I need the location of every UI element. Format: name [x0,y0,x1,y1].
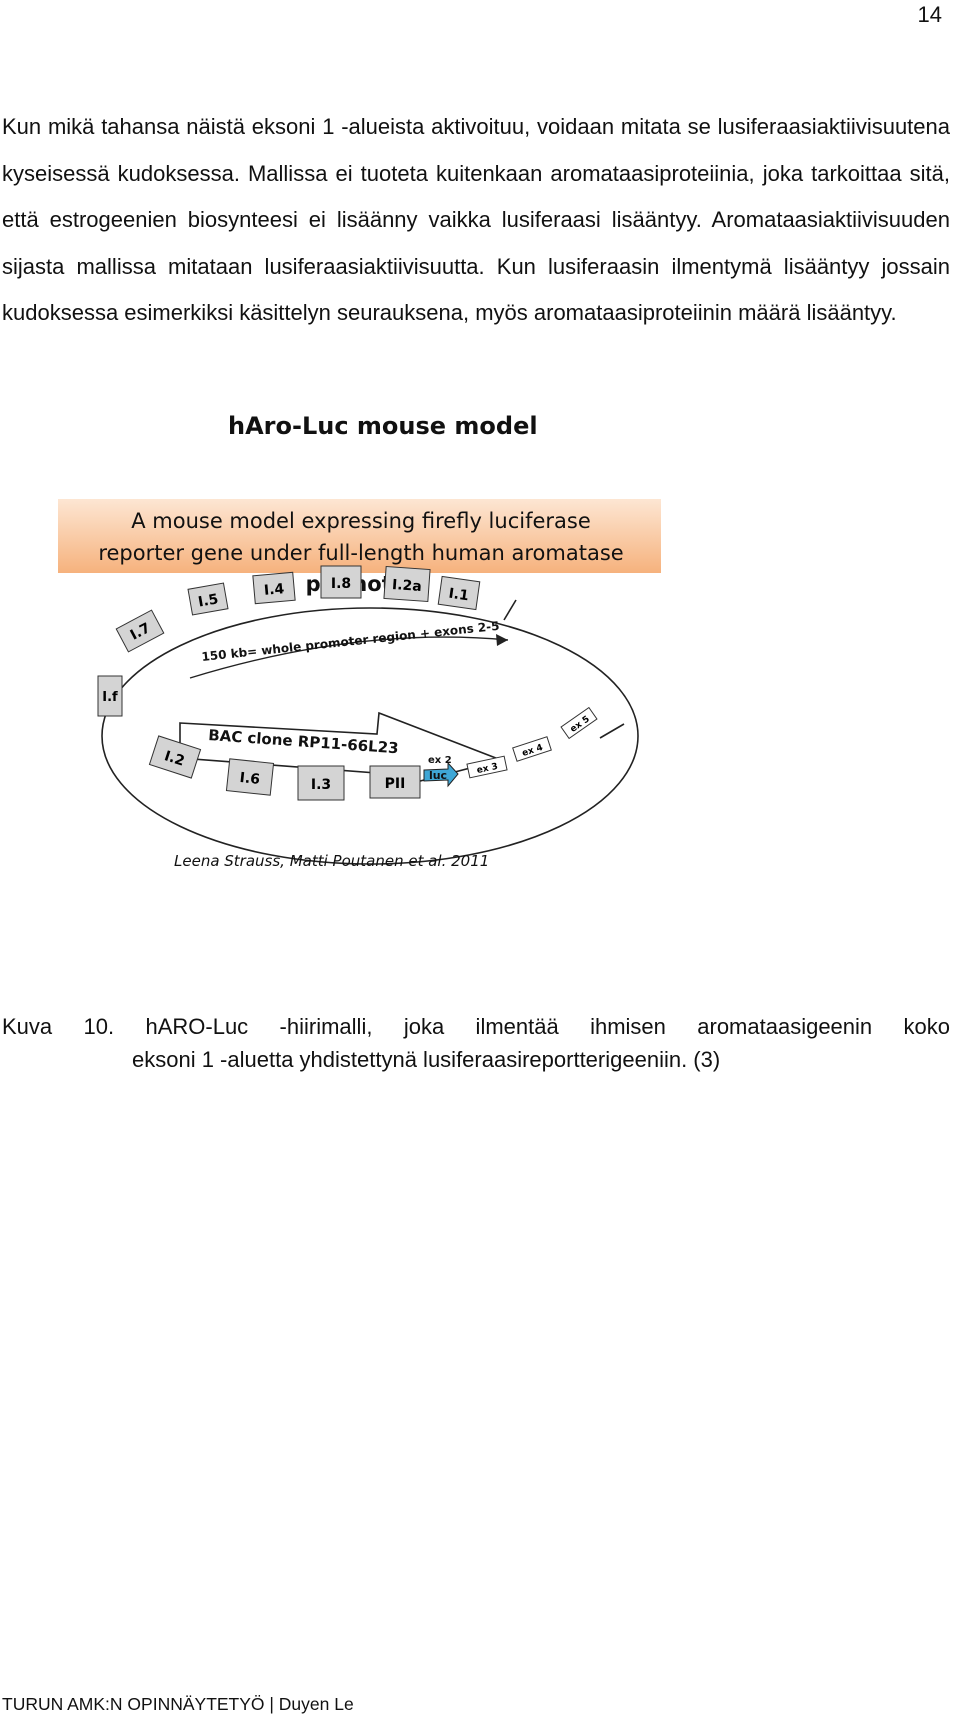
region-arc [189,636,509,679]
caption-line-2: eksoni 1 -aluetta yhdistettynä lusiferaa… [132,1047,721,1072]
exon-box-ex3: ex 3 [466,755,508,779]
figure-banner [58,499,661,573]
ex2-label: ex 2 [428,755,452,766]
svg-text:I.4: I.4 [263,581,285,599]
exon-box-pii: PII [369,765,421,799]
exon-box-i1: I.1 [437,575,481,611]
svg-text:I.f: I.f [102,690,118,705]
promoter-ellipse [101,607,639,865]
exon-box-if: I.f [97,675,123,717]
svg-text:I.1: I.1 [448,586,470,605]
svg-text:I.2a: I.2a [391,577,422,595]
figure-credit: Leena Strauss, Matti Poutanen et al. 201… [174,852,489,870]
figure-haro-luc: hAro-Luc mouse model A mouse model expre… [40,408,740,968]
body-paragraph: Kun mikä tahansa näistä eksoni 1 -alueis… [2,114,950,325]
svg-text:ex 3: ex 3 [476,762,499,776]
exon-box-ex5: ex 5 [560,706,598,740]
exon-box-i5: I.5 [187,582,229,616]
page-footer: TURUN AMK:N OPINNÄYTETYÖ | Duyen Le [2,1694,354,1714]
exon-box-i2: I.2 [148,735,202,779]
figure-diagram: hAro-Luc mouse model A mouse model expre… [58,412,661,870]
region-label: 150 kb= whole promoter region + exons 2-… [201,619,500,664]
exon-box-i2a: I.2a [383,565,431,603]
break-mark-right [599,723,625,739]
banner-line-2: reporter gene under full-length human ar… [98,541,623,565]
exon-box-ex4: ex 4 [512,736,552,762]
page-number: 14 [917,2,942,27]
region-arrowhead [496,634,508,646]
svg-text:I.2: I.2 [162,748,186,769]
banner-line-1: A mouse model expressing firefly lucifer… [131,509,591,533]
caption-line-1: Kuva 10. hARO-Luc -hiirimalli, joka ilme… [2,1014,950,1039]
svg-text:I.6: I.6 [239,770,261,788]
exon-box-i7: I.7 [115,609,165,653]
svg-text:PII: PII [385,776,406,792]
figure-title: hAro-Luc mouse model [228,412,538,440]
figure-caption: Kuva 10. hARO-Luc -hiirimalli, joka ilme… [2,1010,950,1076]
svg-text:I.3: I.3 [311,777,331,793]
svg-text:I.5: I.5 [197,591,220,610]
exon-box-i6: I.6 [225,758,275,796]
exon-box-i4: I.4 [252,571,296,605]
luc-reporter-arrow: luc [423,761,459,788]
exon-box-i8: I.8 [320,565,362,599]
svg-text:I.8: I.8 [331,576,351,592]
break-mark-top [503,599,517,621]
svg-text:luc: luc [429,769,447,782]
exon-box-i3: I.3 [297,765,345,801]
